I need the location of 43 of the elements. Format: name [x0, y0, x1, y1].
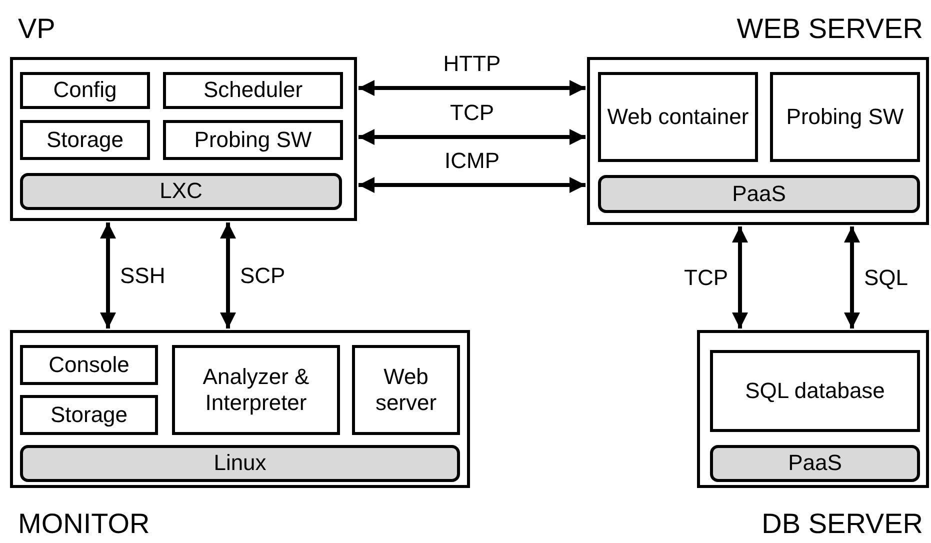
component-label: Storage [49, 402, 129, 428]
component-label: Console [48, 352, 130, 378]
edge-label: TCP [682, 266, 730, 288]
component-label: Storage [45, 126, 125, 154]
component-label: Probing SW [193, 126, 313, 154]
component-box [172, 345, 340, 435]
platform-bar [20, 445, 460, 482]
double-arrow [732, 226, 748, 328]
double-arrow [100, 222, 116, 328]
component-box [20, 120, 150, 160]
double-arrow [358, 80, 586, 96]
double-arrow [220, 222, 236, 328]
platform-bar [20, 173, 342, 210]
component-box [20, 72, 150, 109]
double-arrow [844, 226, 860, 328]
component-label: PaaS [787, 450, 843, 477]
component-box [598, 72, 758, 162]
double-arrow [358, 129, 586, 145]
platform-bar [710, 445, 920, 482]
component-box [710, 350, 920, 432]
edge-label: SQL [862, 266, 910, 288]
component-box [352, 345, 460, 435]
double-arrow [358, 177, 586, 193]
system-title: DB SERVER [762, 510, 923, 538]
component-label: Web server [374, 364, 438, 416]
component-label: SQL database [744, 378, 886, 404]
component-label: Linux [212, 450, 268, 477]
component-box [163, 72, 343, 109]
system-title: WEB SERVER [736, 15, 923, 43]
component-label: Probing SW [785, 104, 905, 130]
platform-bar [598, 175, 920, 213]
component-label: Config [52, 77, 118, 104]
system-title: VP [18, 15, 56, 43]
component-box [20, 345, 158, 385]
component-box [163, 120, 343, 160]
component-label: LXC [158, 178, 204, 205]
component-label: Web container [606, 104, 750, 130]
component-box [20, 395, 158, 435]
system-title: MONITOR [18, 510, 150, 538]
component-box [770, 72, 920, 162]
component-label: Analyzer & Interpreter [202, 364, 310, 416]
component-label: Scheduler [202, 77, 304, 104]
component-label: PaaS [731, 180, 787, 208]
